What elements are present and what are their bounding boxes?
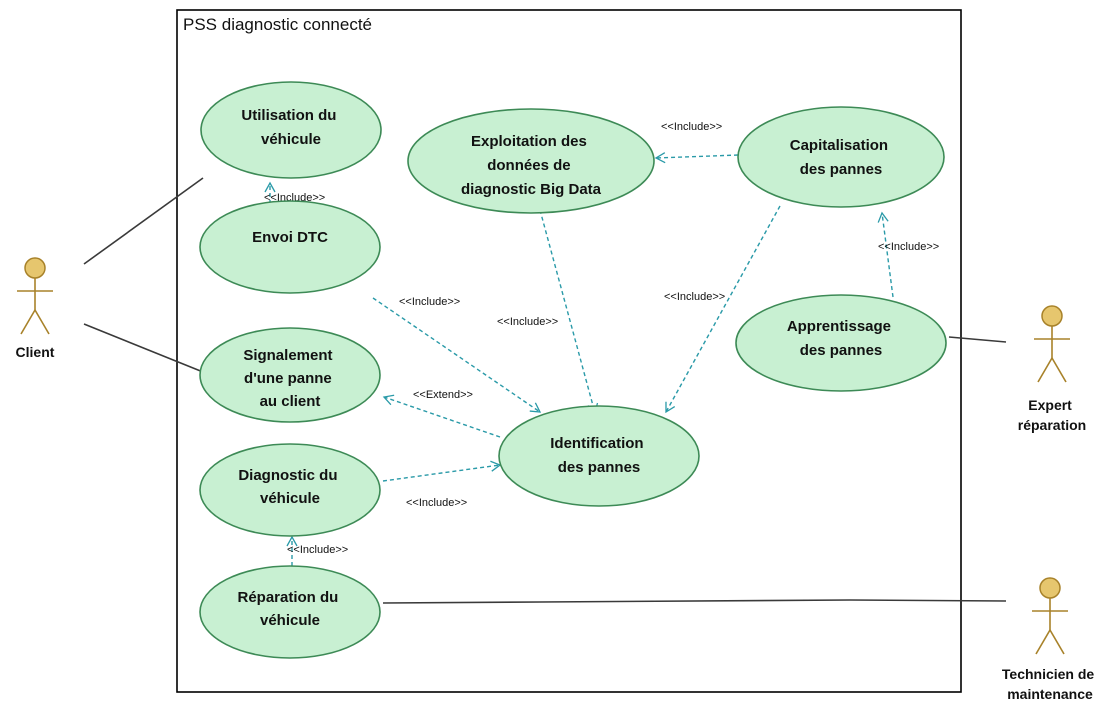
label-include-capitalisation-identification: <<Include>> xyxy=(664,291,725,303)
actor-label: Client xyxy=(16,344,55,360)
include-capitalisation-to-identification xyxy=(665,205,781,414)
label-include-capitalisation-exploitation: <<Include>> xyxy=(661,121,722,133)
use-case-label: Exploitation des données de diagnostic B… xyxy=(461,133,602,198)
include-exploitation-to-identification xyxy=(539,209,599,415)
association-expert-apprentissage xyxy=(948,336,1007,343)
use-case-ellipse xyxy=(199,200,381,294)
use-case-envoi-dtc: Envoi DTC xyxy=(199,200,381,294)
actor-label: Technicien de maintenance xyxy=(1002,666,1098,702)
include-diagnostic-to-identification xyxy=(382,460,502,482)
use-case-capitalisation: Capitalisation des pannes xyxy=(737,106,945,208)
use-case-ellipse xyxy=(737,106,945,208)
system-title: PSS diagnostic connecté xyxy=(183,15,372,34)
association-lines xyxy=(83,177,1007,604)
include-apprentissage-to-capitalisation xyxy=(877,211,894,298)
use-case-ellipse xyxy=(407,108,655,214)
label-extend-identification-signalement: <<Extend>> xyxy=(413,389,473,401)
use-case-label: Envoi DTC xyxy=(252,229,328,246)
use-case-diagnostic: Diagnostic du véhicule xyxy=(199,443,381,537)
label-include-reparation-diagnostic: <<Include>> xyxy=(287,544,348,556)
extend-identification-to-signalement xyxy=(382,394,501,438)
stick-figure-icon xyxy=(17,257,53,335)
use-case-label: Réparation du véhicule xyxy=(237,589,342,629)
use-case-apprentissage: Apprentissage des pannes xyxy=(735,294,947,392)
label-include-diagnostic-identification: <<Include>> xyxy=(406,497,467,509)
association-client-utilisation xyxy=(83,177,204,265)
actor-client: Client xyxy=(16,257,55,360)
use-case-signalement: Signalement d'une panne au client xyxy=(199,327,381,423)
use-case-ellipse xyxy=(199,327,381,423)
actor-expert-reparation: Expert réparation xyxy=(1018,305,1086,433)
use-case-label: Capitalisation des pannes xyxy=(790,137,893,178)
use-case-ellipse xyxy=(200,81,382,179)
actor-label: Expert réparation xyxy=(1018,397,1086,433)
use-case-identification: Identification des pannes xyxy=(498,405,700,507)
use-case-reparation: Réparation du véhicule xyxy=(199,565,381,659)
include-envoi-to-identification xyxy=(372,297,542,413)
use-case-label: Diagnostic du véhicule xyxy=(238,467,341,507)
association-technicien-reparation xyxy=(382,599,1007,604)
dependency-labels: <<Include>> <<Include>> <<Include>> <<In… xyxy=(264,121,939,556)
use-case-utilisation: Utilisation du véhicule xyxy=(200,81,382,179)
actor-technicien-maintenance: Technicien de maintenance xyxy=(1002,577,1098,702)
association-client-signalement xyxy=(83,323,204,373)
stick-figure-icon xyxy=(1034,305,1070,383)
label-include-envoi-identification: <<Include>> xyxy=(399,296,460,308)
use-case-ellipse xyxy=(498,405,700,507)
use-case-label: Utilisation du véhicule xyxy=(241,107,340,148)
label-include-exploitation-identification: <<Include>> xyxy=(497,316,558,328)
use-case-ellipse xyxy=(199,443,381,537)
actors: Client Expert réparation xyxy=(16,257,1098,702)
use-case-exploitation: Exploitation des données de diagnostic B… xyxy=(407,108,655,214)
system-boundary xyxy=(176,9,962,693)
include-capitalisation-to-exploitation xyxy=(654,152,739,164)
use-case-ellipse xyxy=(199,565,381,659)
use-cases: Utilisation du véhicule Envoi DTC Signal… xyxy=(199,81,947,659)
use-case-label: Identification des pannes xyxy=(550,435,648,476)
use-case-ellipse xyxy=(735,294,947,392)
label-include-apprentissage-capitalisation: <<Include>> xyxy=(878,241,939,253)
use-case-label: Signalement d'une panne au client xyxy=(243,347,336,410)
dependency-lines xyxy=(264,152,894,566)
stick-figure-icon xyxy=(1032,577,1068,655)
use-case-label: Apprentissage des pannes xyxy=(787,318,895,359)
